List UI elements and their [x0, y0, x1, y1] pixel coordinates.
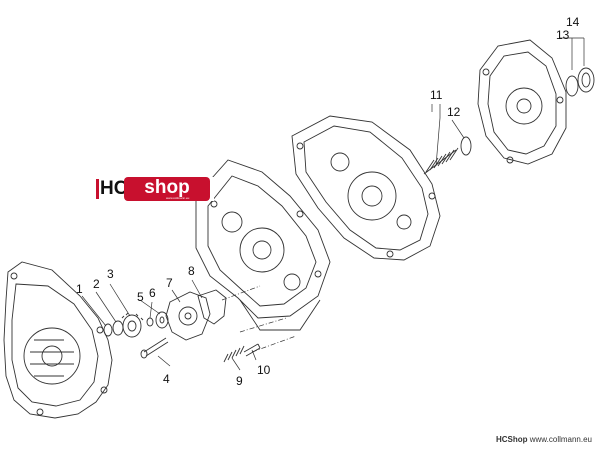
right-crankcase-half: [291, 115, 441, 261]
footer-credit: HCShop www.collmann.eu: [496, 435, 592, 444]
left-engine-cover: [3, 261, 113, 419]
footer-url: www.collmann.eu: [529, 435, 592, 444]
gasket-8: [197, 289, 227, 325]
callout-1: 1: [76, 282, 83, 296]
seal-ring-13-14: [565, 67, 595, 97]
logo-bar: [96, 179, 99, 199]
footer-brand: HCShop: [495, 435, 528, 444]
callout-7: 7: [166, 276, 173, 290]
right-generator-cover: [477, 39, 567, 165]
callout-6: 6: [149, 286, 156, 300]
logo-shop-text: shop: [144, 177, 190, 198]
callout-5: 5: [137, 290, 144, 304]
callout-14: 14: [566, 15, 580, 29]
logo-hc-text: HC: [100, 178, 128, 199]
assembly-guide-lines: [221, 285, 297, 353]
callout-3: 3: [107, 267, 114, 281]
callout-11: 11: [430, 88, 443, 102]
logo-shop-badge: shop: [124, 177, 210, 201]
callout-8: 8: [188, 264, 195, 278]
spring-pin-9-10: [223, 343, 261, 363]
pump-body-7: [165, 291, 211, 341]
callout-10: 10: [257, 363, 271, 377]
bolt-4: [140, 337, 169, 359]
left-crankcase-half: [195, 159, 331, 331]
callout-13: 13: [556, 28, 570, 42]
callout-12: 12: [447, 105, 461, 119]
hcshop-logo: HC shop www.collmann.eu: [96, 177, 214, 201]
leader-lines: [81, 37, 585, 371]
spring-11-12: [423, 136, 472, 175]
small-parts-1-3: [103, 312, 144, 338]
callout-4: 4: [163, 372, 170, 386]
callout-9: 9: [236, 374, 243, 388]
logo-subtext: www.collmann.eu: [166, 196, 190, 200]
callout-2: 2: [93, 277, 100, 291]
